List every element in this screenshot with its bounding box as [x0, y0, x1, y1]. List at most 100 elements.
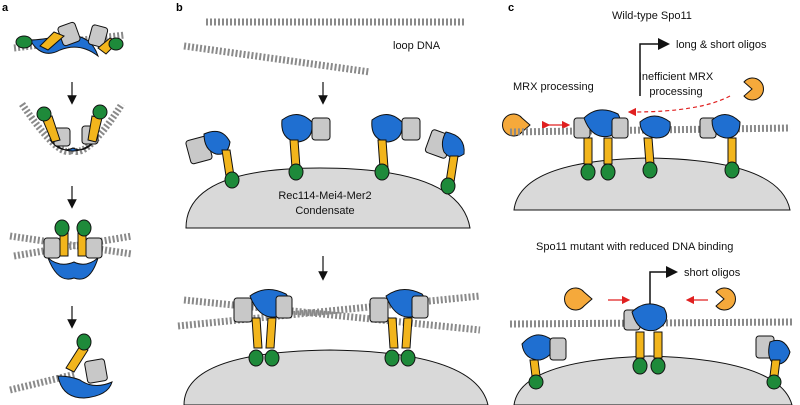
loop-dna-duplex	[183, 42, 371, 76]
spo11-subunit	[711, 114, 741, 139]
spo11-subunit	[371, 114, 403, 143]
dna-duplex	[13, 31, 126, 52]
rec102-subunit	[265, 317, 277, 349]
ski8-subunit	[15, 35, 33, 49]
panel-c-letter: c	[508, 2, 514, 14]
rec102-subunit	[769, 359, 781, 377]
panel-b: b loop DNA Rec114-Mei4-Mer2 Condensate	[176, 2, 489, 405]
panel-a-step2-complex	[19, 102, 125, 155]
rec102-subunit	[635, 331, 645, 359]
ski8-subunit	[36, 106, 52, 122]
dna-duplex	[9, 232, 133, 258]
spo11-monomer	[57, 375, 113, 399]
rec102-subunit	[529, 359, 541, 377]
dna-duplex	[19, 102, 125, 155]
mrx-complex-icon	[564, 287, 593, 311]
ski8-subunit	[632, 357, 648, 375]
spo11-complex-unbound	[424, 129, 465, 195]
inefficient-mrx-line1: Inefficient MRX	[639, 71, 714, 83]
mrx-processing-label: MRX processing	[513, 81, 594, 93]
spo11-subunit	[639, 115, 671, 139]
ski8-subunit	[374, 163, 390, 181]
ski8-subunit	[642, 161, 658, 179]
spo11-complex-unbound	[521, 334, 567, 390]
rec104-subunit	[549, 337, 567, 361]
ski8-subunit	[288, 163, 304, 181]
spo11-dimer	[631, 303, 668, 332]
mutant-title: Spo11 mutant with reduced DNA binding	[536, 241, 733, 253]
spo11-subunit	[441, 131, 465, 158]
wildtype-title: Wild-type Spo11	[612, 10, 692, 22]
spo11-complex-unbound	[371, 114, 421, 181]
rec102-subunit	[39, 31, 65, 51]
ski8-subunit	[224, 171, 240, 189]
rec102-subunit	[87, 115, 103, 143]
rec104-subunit	[401, 117, 421, 141]
spo11-complex-unbound	[185, 130, 240, 189]
condensate-label-line1: Rec114-Mei4-Mer2	[278, 190, 371, 202]
spo11-subunit	[281, 114, 313, 143]
dna-duplex	[183, 296, 481, 334]
panel-a-letter: a	[2, 2, 9, 14]
mrx-complex-icon	[502, 113, 531, 137]
ski8-subunit	[248, 349, 264, 367]
ski8-subunit	[76, 219, 92, 237]
rec102-subunit	[643, 137, 655, 165]
rec104-subunit	[311, 117, 331, 141]
ski8-subunit	[264, 349, 280, 367]
ski8-subunit	[766, 374, 782, 390]
rec102-subunit	[387, 317, 399, 349]
spo11-cluster-mutant	[623, 303, 668, 375]
rec104-subunit	[84, 358, 108, 384]
mrx-complex-icon	[743, 77, 764, 101]
ski8-subunit	[54, 219, 70, 237]
products-arrow-wildtype	[639, 38, 670, 96]
ski8-subunit	[440, 177, 456, 195]
ski8-subunit	[76, 333, 92, 351]
spo11-complex-unbound	[755, 335, 791, 390]
mutant-products-label: short oligos	[684, 267, 741, 279]
ski8-subunit	[528, 374, 544, 390]
ski8-subunit	[650, 357, 666, 375]
spo11-complex-bridging	[233, 289, 293, 367]
panel-b-letter: b	[176, 2, 183, 14]
panel-a-step1-complex	[13, 21, 126, 58]
rec102-subunit	[603, 137, 613, 165]
rec102-subunit	[727, 137, 737, 165]
spo11-subunit	[521, 334, 554, 361]
spo11-complex-bridging	[369, 289, 429, 367]
ski8-subunit	[92, 104, 108, 120]
rec102-subunit	[583, 137, 593, 165]
rec104-subunit	[275, 295, 293, 319]
spo11-cluster-wildtype	[573, 109, 741, 181]
inefficient-mrx-arrow	[627, 95, 731, 117]
rec102-subunit	[65, 345, 89, 373]
ski8-subunit	[108, 37, 124, 51]
wildtype-products-label: long & short oligos	[676, 39, 767, 51]
rec104-subunit	[369, 297, 389, 323]
rec104-subunit	[233, 297, 253, 323]
rec104-subunit	[611, 117, 629, 139]
products-arrow-mutant	[649, 266, 678, 310]
spo11-complex-unbound	[281, 114, 331, 181]
panel-c: c Wild-type Spo11 long & short oligos MR…	[502, 2, 793, 405]
panel-a-step4-complex	[9, 333, 113, 399]
panel-a: a	[2, 2, 133, 399]
spo11-dimer	[49, 139, 97, 152]
ski8-subunit	[724, 161, 740, 179]
mrx-complex-icon	[715, 287, 736, 311]
condensate-label-line2: Condensate	[295, 205, 354, 217]
loop-dna-label: loop DNA	[393, 40, 441, 52]
ski8-subunit	[400, 349, 416, 367]
spo11-dimer	[46, 256, 99, 280]
dna-duplex	[177, 292, 481, 330]
ski8-subunit	[600, 163, 616, 181]
rec104-subunit	[87, 24, 109, 48]
spo11-subunit	[768, 339, 791, 365]
rec104-subunit	[85, 237, 103, 259]
rec102-subunit	[653, 331, 663, 359]
ski8-subunit	[384, 349, 400, 367]
condensate-upper	[185, 167, 471, 229]
rec104-subunit	[411, 295, 429, 319]
